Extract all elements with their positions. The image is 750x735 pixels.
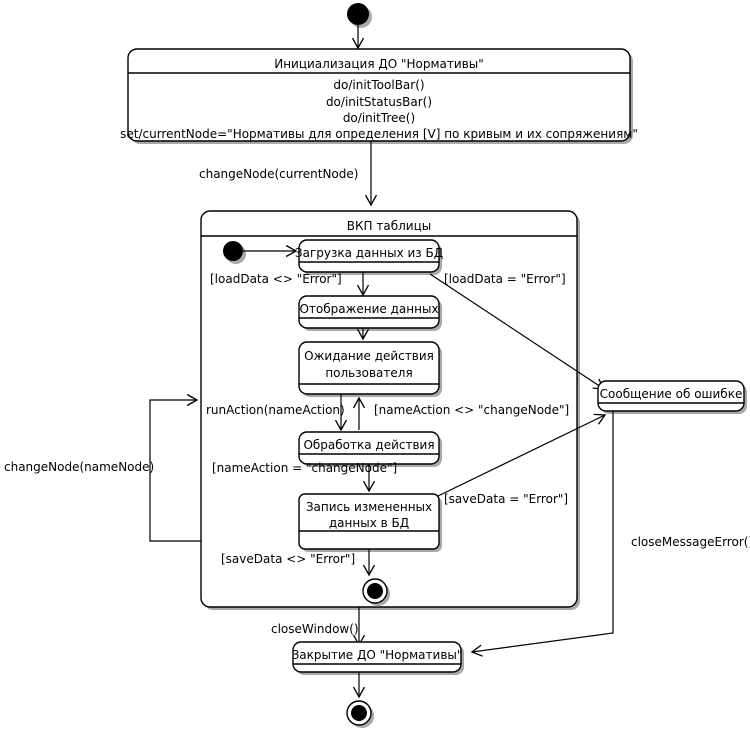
transition-label-loaddata-error: [loadData = "Error"] [444, 272, 566, 286]
transition-label-nameaction-not-changenode: [nameAction <> "changeNode"] [374, 403, 569, 417]
initial-state-node [347, 3, 372, 28]
state-body-line-3: set/currentNode="Нормативы для определен… [120, 127, 638, 141]
composite-state-vkp-table[interactable]: ВКП таблицы [200, 210, 580, 610]
state-title-wait-action-line2: пользователя [325, 366, 412, 380]
transition-label-savedata-error: [saveData = "Error"] [444, 492, 568, 506]
state-body-line-0: do/initToolBar() [333, 78, 424, 92]
state-title-wait-action-line1: Ожидание действия [304, 349, 434, 363]
state-show-data[interactable]: Отображение данных [298, 295, 442, 331]
transition-label-savedata-not-error: [saveData <> "Error"] [221, 552, 355, 566]
state-title-load-data: Загрузка данных из БД [295, 246, 443, 260]
state-title-error-message: Сообщение об ошибке [600, 387, 743, 401]
transition-label-change-node-current: changeNode(currentNode) [199, 167, 358, 181]
outer-final-state-node [346, 700, 374, 728]
inner-final-state-node [362, 578, 390, 606]
transition-label-change-node-name: changeNode(nameNode) [4, 460, 154, 474]
state-title-process-action: Обработка действия [303, 438, 434, 452]
transition-error-to-close [470, 411, 614, 657]
state-initialization[interactable]: Инициализация ДО "Нормативы" do/initTool… [120, 48, 638, 144]
state-process-action[interactable]: Обработка действия [298, 431, 442, 467]
transition-label-run-action: runAction(nameAction) [206, 403, 345, 417]
state-body-line-2: do/initTree() [343, 111, 415, 125]
inner-initial-state-node [223, 241, 246, 264]
state-title-save-data-line1: Запись измененных [306, 500, 432, 514]
transition-label-nameaction-is-changenode: [nameAction = "changeNode"] [212, 461, 397, 475]
state-error-message[interactable]: Сообщение об ошибке [597, 380, 747, 414]
transition-loop-change-node-name [149, 393, 201, 542]
state-title-save-data-line2: данных в БД [329, 516, 409, 530]
state-title-close-document: Закрытие ДО "Нормативы" [292, 648, 463, 662]
transition-label-close-window: closeWindow() [271, 622, 359, 636]
state-wait-user-action[interactable]: Ожидание действия пользователя [298, 341, 442, 397]
state-save-data[interactable]: Запись измененных данных в БД [298, 493, 442, 552]
state-title-show-data: Отображение данных [299, 302, 438, 316]
transition-label-close-message-error: closeMessageError() [631, 535, 750, 549]
state-title-initialization: Инициализация ДО "Нормативы" [274, 57, 484, 71]
state-body-line-1: do/initStatusBar() [326, 95, 432, 109]
state-close-document[interactable]: Закрытие ДО "Нормативы" [292, 641, 464, 675]
transition-save-to-error [437, 413, 607, 497]
state-load-data[interactable]: Загрузка данных из БД [295, 239, 443, 275]
composite-state-title: ВКП таблицы [347, 219, 431, 233]
transition-label-loaddata-not-error: [loadData <> "Error"] [210, 272, 342, 286]
transition-load-to-error [429, 273, 606, 390]
